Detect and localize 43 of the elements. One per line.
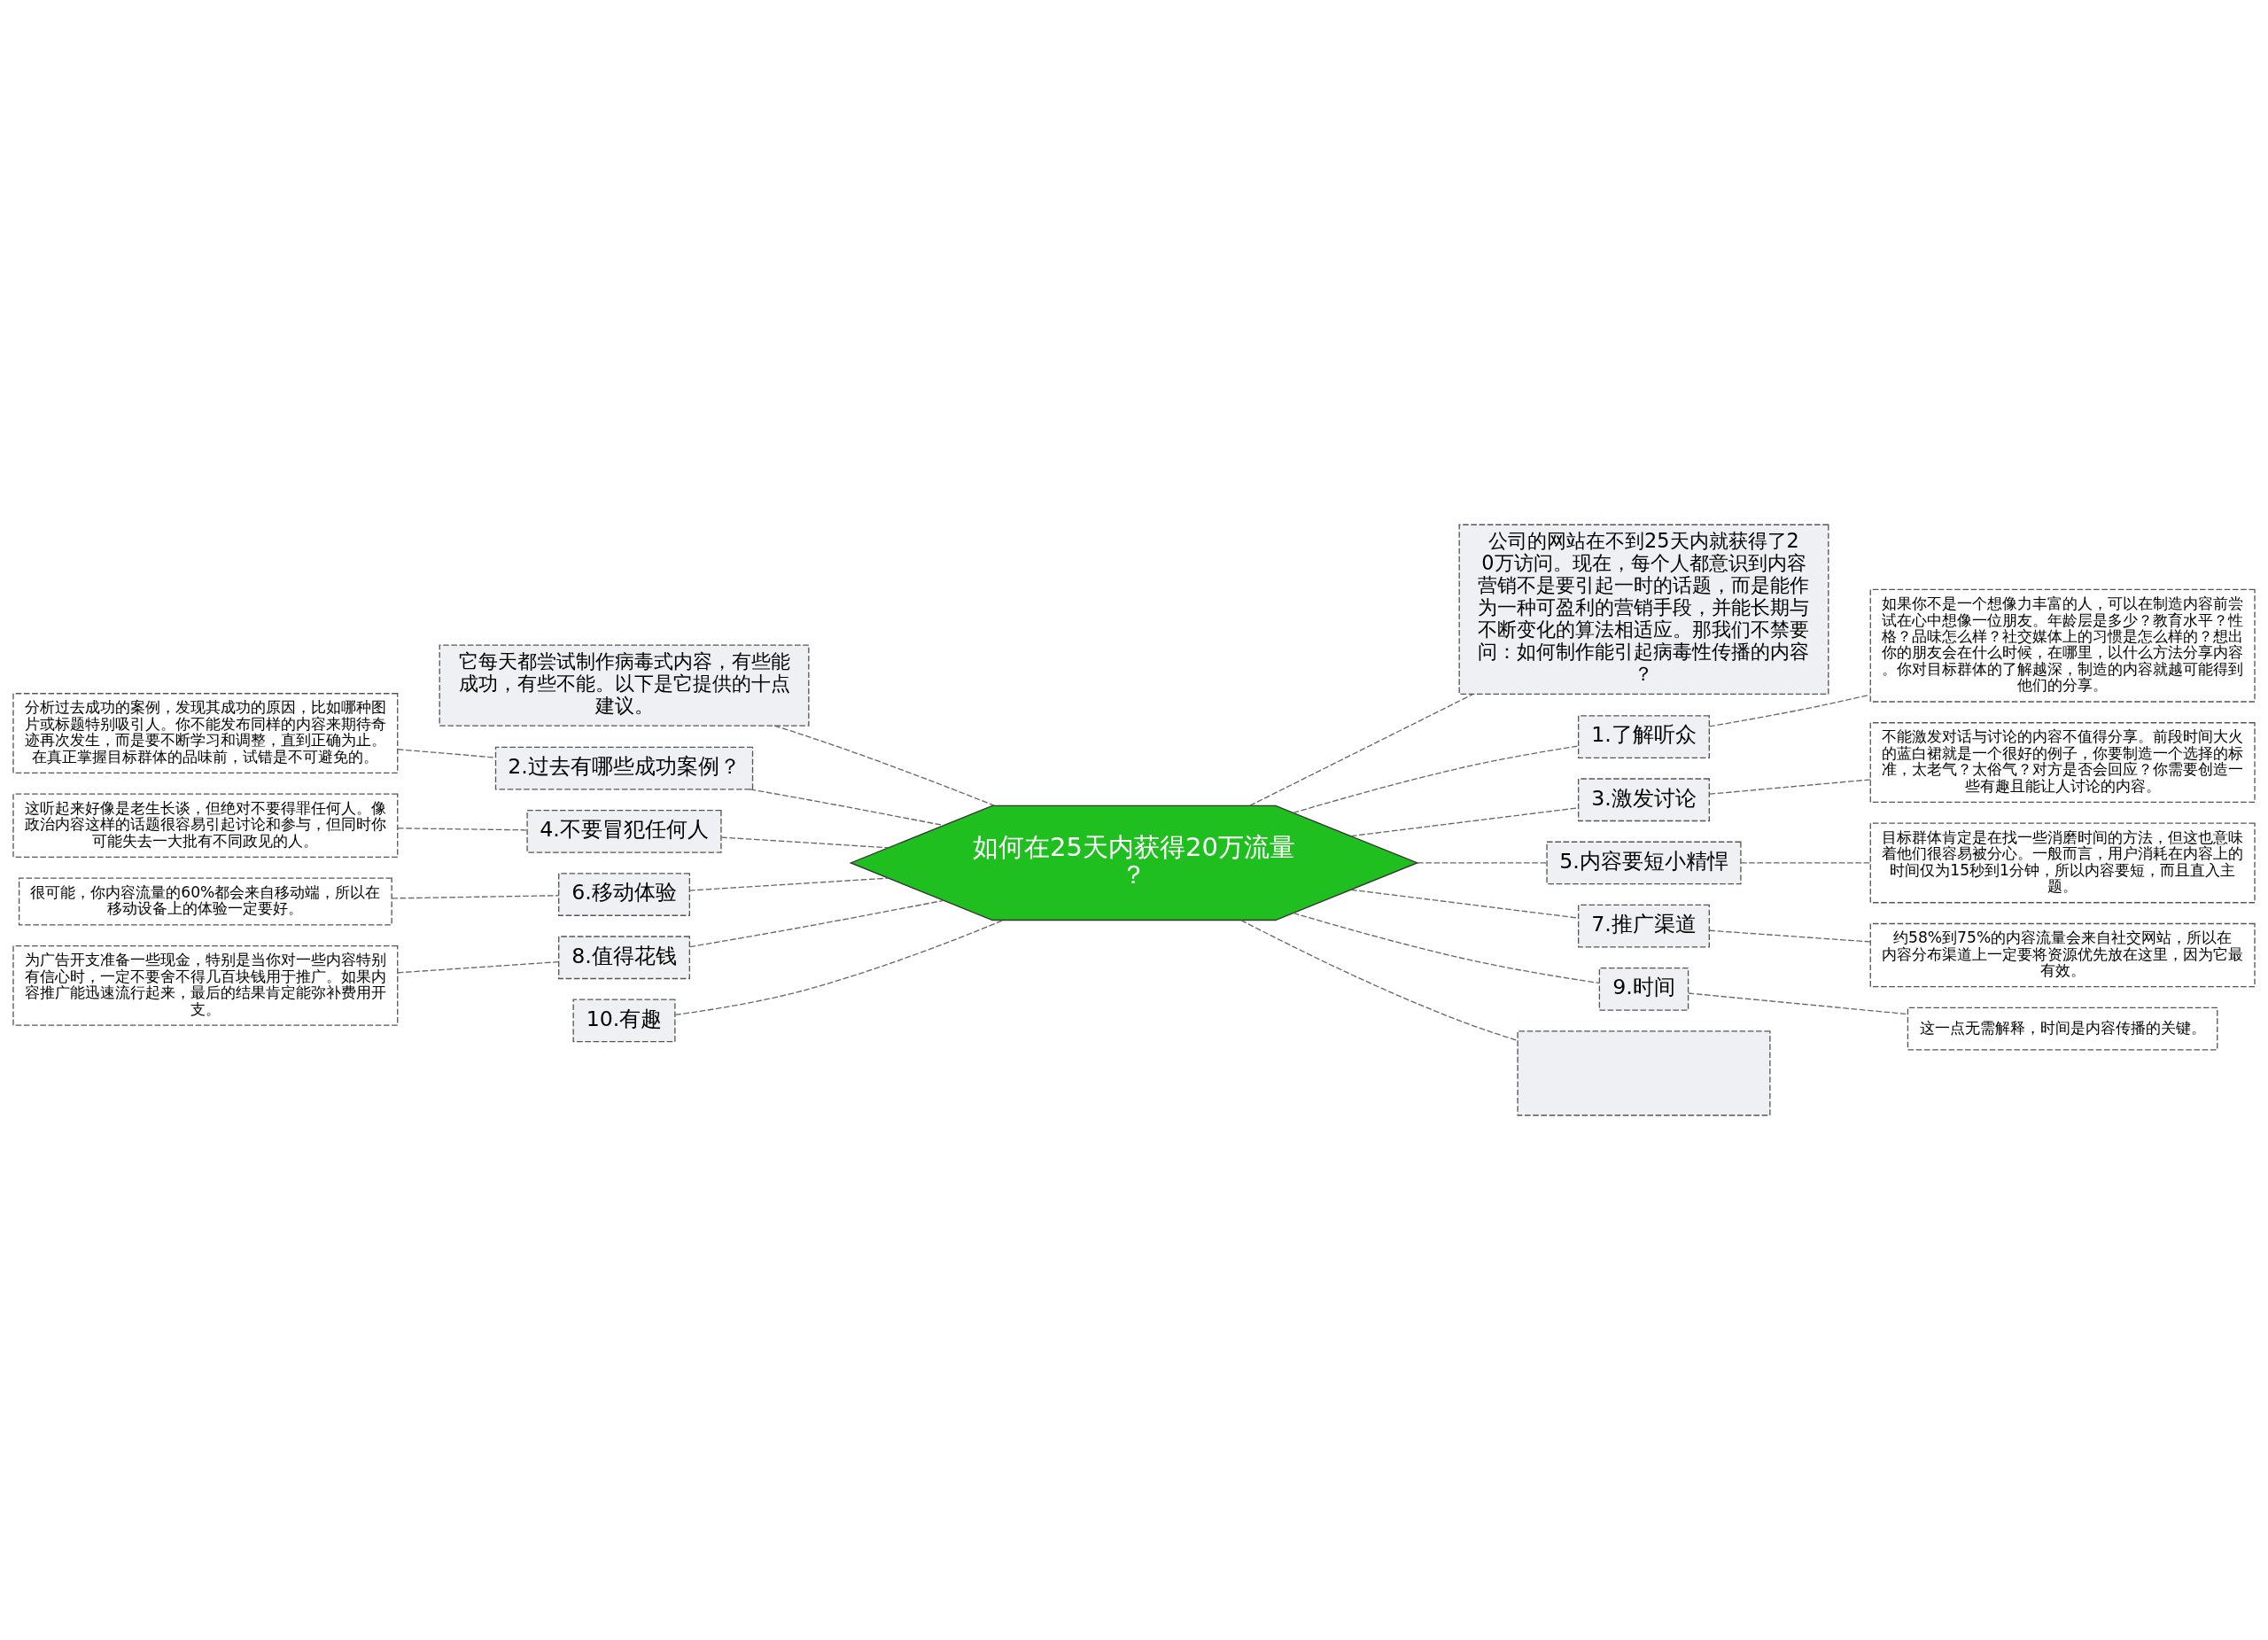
connector xyxy=(1350,807,1579,837)
connector xyxy=(397,828,528,831)
node-box: 公司的网站在不到25天内就获得了20万访问。现在，每个人都意识到内容营销不是要引起一时的话题，而是能作为一种可盈利的营销手段，并能长期与不断变化的算法相适应。那我们不禁要问：如何制作能引起病毒性传播的内容？ xyxy=(1458,524,1829,696)
connector xyxy=(1709,779,1871,795)
connector xyxy=(1688,992,1908,1015)
connector xyxy=(674,920,1004,1015)
node-box: 很可能，你内容流量的60%都会来自移动端，所以在移动设备上的体验一定要好。 xyxy=(18,877,392,926)
connector xyxy=(1740,862,1871,864)
node-box: 1.了解听众 xyxy=(1578,715,1710,758)
connector xyxy=(1708,694,1871,727)
node-box: 7.推广渠道 xyxy=(1578,904,1710,948)
node-box: 6.移动体验 xyxy=(558,873,690,916)
node-box: 9.时间 xyxy=(1598,967,1689,1011)
connector xyxy=(1293,745,1580,814)
node-box: 5.内容要短小精悍 xyxy=(1546,841,1742,885)
node-box: 3.激发讨论 xyxy=(1578,778,1710,822)
connector xyxy=(720,836,889,849)
node-box: 8.值得花钱 xyxy=(558,936,690,980)
connector xyxy=(1350,889,1579,919)
node-box: 4.不要冒犯任何人 xyxy=(526,809,722,853)
connector xyxy=(397,961,559,974)
node-box: 这一点无需解释，时间是内容传播的关键。 xyxy=(1907,1007,2218,1051)
connector xyxy=(1240,920,1518,1041)
node-box: 2.过去有哪些成功案例？ xyxy=(494,746,754,790)
node-box: 这听起来好像是老生长谈，但绝对不要得罪任何人。像政治内容这样的话题很容易引起讨论和参与，但同时你可能失去一大批有不同政见的人。 xyxy=(12,793,399,858)
connector xyxy=(688,877,889,891)
node-box: 10.有趣 xyxy=(572,999,676,1043)
node-box: 为广告开支准备一些现金，特别是当你对一些内容特别有信心时，一定不要舍不得几百块钱用于推广。如果内容推广能迅速流行起来，最后的结果肯定能弥补费用开支。 xyxy=(12,944,399,1026)
connector xyxy=(1249,693,1474,806)
connector xyxy=(397,749,496,758)
connector xyxy=(689,899,944,948)
connector xyxy=(391,895,560,899)
connector xyxy=(1417,862,1548,864)
node-box: 不能激发对话与讨论的内容不值得分享。前段时间大火的蓝白裙就是一个很好的例子，你要制造一个选择的标准，太老气？太俗气？对方是否会回应？你需要创造一些有趣且能让人讨论的内容。 xyxy=(1869,722,2256,804)
node-box: 它每天都尝试制作病毒式内容，有些能成功，有些不能。以下是它提供的十点建议。 xyxy=(439,644,810,727)
node-box: 约58%到75%的内容流量会来自社交网站，所以在内容分布渠道上一定要将资源优先放在这里，因为它最有效。 xyxy=(1869,922,2256,988)
connector xyxy=(1293,912,1600,984)
node-box: 目标群体肯定是在找一些消磨时间的方法，但这也意味着他们很容易被分心。一般而言，用户消耗在内容上的时间仅为15秒到1分钟，所以内容要短，而且直入主题。 xyxy=(1869,822,2256,904)
node-box: 如果你不是一个想像力丰富的人，可以在制造内容前尝试在心中想像一位朋友。年龄层是多少？教育水平？性格？品味怎么样？社交媒体上的习惯是怎么样的？想出你的朋友会在什么时候，在哪里，以什么方法分享内容。你对目标群体的了解越深，制造的内容就越可能得到他们的分享。 xyxy=(1869,588,2256,703)
connector xyxy=(1709,929,1871,943)
node-box: 分析过去成功的案例，发现其成功的原因，比如哪种图片或标题特别吸引人。你不能发布同样的内容来期待奇迹再次发生，而是要不断学习和调整，直到正确为止。在真正掌握目标群体的品味前，试错是不可避免的。 xyxy=(12,693,399,774)
connector xyxy=(773,725,995,806)
node-box xyxy=(1517,1030,1771,1116)
